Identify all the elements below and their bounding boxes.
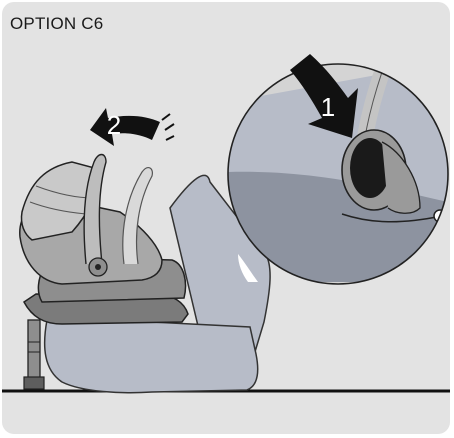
illustration: 2 1 <box>2 2 450 434</box>
support-leg <box>28 320 40 380</box>
step-2-number: 2 <box>107 110 121 140</box>
instruction-panel: OPTION C6 2 <box>2 2 450 434</box>
vehicle-seat-cushion <box>45 320 258 393</box>
support-leg-foot <box>24 377 44 389</box>
arrow-2-lift <box>90 108 160 146</box>
step-1-number: 1 <box>321 92 335 122</box>
